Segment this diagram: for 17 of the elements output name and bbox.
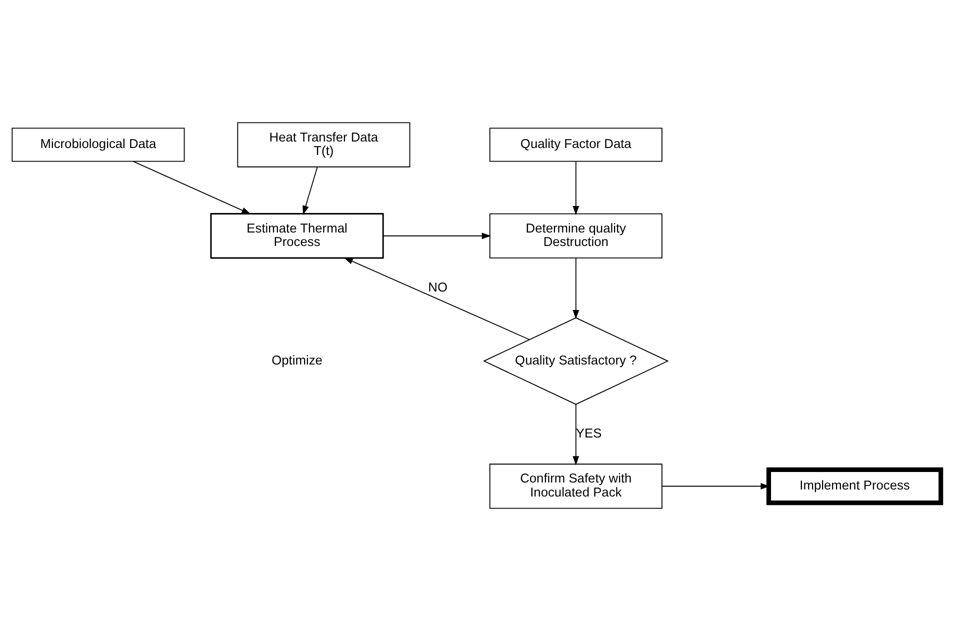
arrow	[572, 258, 580, 320]
node-box: Estimate Thermal Process	[210, 213, 384, 259]
node-box: Heat Transfer Data T(t)	[237, 122, 410, 168]
label: Optimize	[272, 352, 322, 368]
node-diamond: Quality Satisfactory ?	[482, 317, 669, 405]
arrow	[132, 160, 251, 214]
node-box: Quality Factor Data	[489, 128, 662, 162]
arrow	[572, 161, 580, 216]
node-box: Determine quality Destruction	[489, 213, 662, 258]
arrow	[572, 404, 580, 466]
node-box: Microbiological Data	[12, 128, 185, 162]
arrow	[382, 232, 492, 240]
arrow	[344, 257, 530, 340]
node-box: Implement Process	[766, 467, 944, 506]
edge-label: NO	[428, 279, 448, 294]
node-box: Confirm Safety with Inoculated Pack	[489, 464, 662, 509]
arrow	[302, 166, 318, 215]
